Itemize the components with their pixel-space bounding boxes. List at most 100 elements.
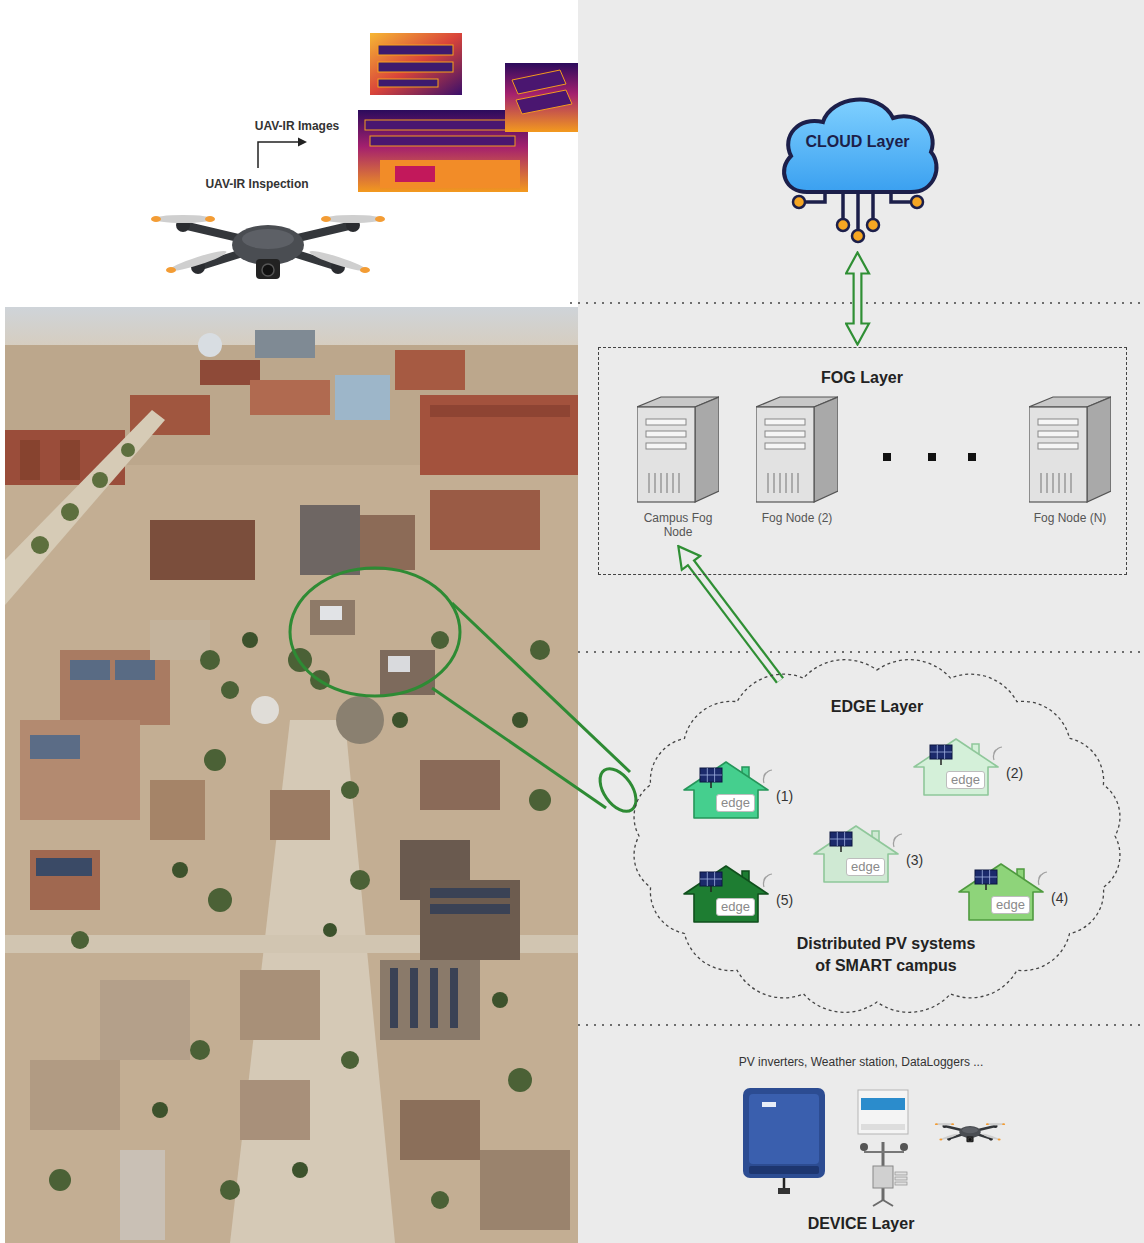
campus-photo-part: [152, 1102, 168, 1118]
campus-photo-part: [208, 888, 232, 912]
house-shape-part: [830, 832, 852, 846]
inspection-arrow-part: [258, 142, 298, 168]
connector-arrow: [853, 274, 863, 323]
edge-tag: edge: [946, 771, 985, 789]
server-icon-part: [1040, 473, 1042, 493]
thermal-images: [358, 33, 578, 192]
text-slot: edge: [716, 793, 755, 812]
connector-arrow: [691, 563, 780, 680]
campus-photo-part: [242, 632, 258, 648]
text-slot: (4): [1051, 889, 1068, 907]
campus-photo-part: [388, 656, 410, 672]
layer-title: FOG Layer: [821, 368, 903, 387]
zoom-callout-part: [290, 568, 460, 696]
campus-photo-part: [49, 631, 551, 1209]
campus-photo-part: [130, 395, 210, 435]
text-slot: edge: [991, 895, 1030, 914]
house-shape-part: [840, 846, 842, 852]
server-icon-part: [1038, 419, 1078, 425]
campus-photo-part: [390, 968, 398, 1028]
server-icon-part: [1038, 431, 1078, 437]
house-shape-part: [959, 864, 1043, 920]
campus-photo-part: [250, 380, 330, 415]
campus-photo-part: [430, 490, 540, 550]
cloud-shape-part: [841, 192, 845, 218]
device-pictures-part: [778, 1188, 790, 1194]
house-shape-part: [894, 834, 902, 847]
device-pictures-part: [895, 1177, 907, 1180]
cloud-shape-part: [867, 219, 879, 231]
house-shape-part: [700, 768, 722, 782]
campus-photo-part: [150, 520, 255, 580]
device-pictures-part: [900, 1143, 908, 1151]
campus-photo-part: [172, 862, 188, 878]
server-icon-part: [773, 473, 775, 493]
text-slot: Distributed PV systems of SMART campus: [791, 933, 981, 978]
campus-photo-part: [150, 780, 205, 840]
layer-title: EDGE Layer: [831, 697, 923, 716]
layer-separator-part: [570, 651, 1144, 653]
server-icon-part: [1052, 473, 1054, 493]
cloud-shape: [775, 88, 940, 248]
house-shape-part: [814, 826, 898, 882]
server-icon-part: [1058, 473, 1060, 493]
campus-photo-part: [49, 1169, 71, 1191]
campus-photo-part: [200, 650, 220, 670]
campus-photo-part: [60, 650, 170, 725]
zoom-callout-part: [432, 688, 606, 808]
thermal-images-part: [358, 110, 528, 192]
campus-photo-part: [30, 1060, 120, 1130]
house-shape-part: [700, 775, 722, 776]
text-slot: UAV-IR Inspection: [187, 174, 327, 192]
server-icon-part: [660, 473, 662, 493]
text-slot: FOG Layer: [599, 368, 1125, 387]
campus-photo-part: [120, 1150, 165, 1240]
house-shape-part: [930, 752, 952, 753]
server-icon-part: [756, 407, 814, 502]
device-pictures-part: [861, 1098, 905, 1110]
cloud-shape-part: [793, 196, 805, 208]
device-pictures-part: [882, 1142, 885, 1200]
campus-photo-part: [240, 1080, 310, 1140]
campus-photo-part: [336, 696, 384, 744]
text-slot: (1): [776, 787, 793, 805]
campus-photo-part: [5, 307, 578, 347]
campus-photo-part: [530, 640, 550, 660]
house-shape-part: [710, 886, 712, 892]
thermal-images-part: [378, 62, 453, 72]
campus-photo-part: [341, 1051, 359, 1069]
campus-photo-part: [255, 330, 315, 358]
layer-separator-part: [570, 1024, 1144, 1026]
text-slot: CLOUD Layer: [775, 132, 940, 151]
thermal-images-part: [395, 166, 435, 182]
zoom-callout-part: [593, 762, 643, 817]
campus-photo-part: [270, 790, 330, 840]
pv-house: edge(5): [680, 862, 772, 924]
campus-photo-part: [430, 904, 510, 914]
server-icon-part: [1087, 397, 1111, 502]
server-icon-part: [1070, 473, 1072, 493]
server-icon-part: [678, 473, 680, 493]
device-pictures-part: [895, 1172, 907, 1175]
fog-layer-box: FOG LayerCampus Fog NodeFog Node (2)Fog …: [598, 347, 1127, 575]
campus-photo-part: [300, 505, 360, 575]
fog-dots-part: [928, 453, 936, 461]
device-pictures-part: [873, 1166, 893, 1188]
thermal-images-part: [378, 79, 438, 87]
device-pictures-part: [762, 1102, 776, 1107]
campus-photo-part: [5, 430, 125, 485]
house-shape-part: [994, 747, 1002, 760]
connector-arrow-inner: [689, 561, 780, 680]
device-pictures-part: [883, 1200, 893, 1206]
layer-caption: Distributed PV systems of SMART campus: [791, 933, 981, 978]
edge-layer-cloud: EDGE LayerDistributed PV systems of SMAR…: [622, 655, 1132, 1013]
campus-photo-part: [190, 1040, 210, 1060]
callout-number: (3): [906, 852, 923, 869]
campus-photo-part: [400, 840, 470, 900]
text-slot: edge: [846, 857, 885, 876]
server-icon-part: [785, 473, 787, 493]
layer-title: CLOUD Layer: [805, 132, 909, 151]
thermal-images-part: [380, 160, 520, 188]
device-pictures-part: [858, 1090, 908, 1134]
